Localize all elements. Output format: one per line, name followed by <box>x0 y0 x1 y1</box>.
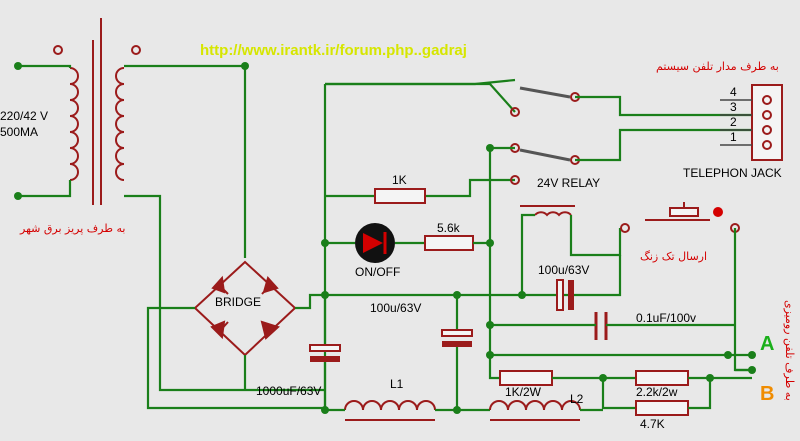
led-on-off <box>355 223 395 263</box>
cap-100uf-label-b: 100u/63V <box>538 263 589 277</box>
cap-1000uf-label: 1000uF/63V <box>256 384 321 398</box>
line-side-label: به طرف تلفن رومیزی <box>783 300 796 401</box>
capacitor-0-1uf <box>594 312 608 340</box>
inductor-l2-label: L2 <box>570 392 584 406</box>
system-side-label: به طرف مدار تلفن سیستم <box>656 60 779 73</box>
led-label: ON/OFF <box>355 265 400 279</box>
capacitor-100uf-horizontal <box>556 279 574 311</box>
resistor-4k7 <box>635 400 689 416</box>
transformer-rating-current: 500MA <box>0 125 38 139</box>
jack-pin-1: 1 <box>730 130 737 144</box>
terminal-a: A <box>760 333 774 355</box>
ring-send-label: ارسال تک زنگ <box>640 250 707 263</box>
cap-100uf-label-a: 100u/63V <box>370 301 421 315</box>
capacitor-100uf-vertical <box>441 295 473 410</box>
resistor-1k <box>374 188 426 204</box>
inductor-l2 <box>489 400 581 421</box>
ring-send-button[interactable] <box>620 202 740 233</box>
mains-side-label: به طرف پریز برق شهر <box>19 222 125 235</box>
transformer-rating-voltage: 220/42 V <box>0 109 48 123</box>
resistor-1k-2w <box>499 370 553 386</box>
jack-pin-4: 4 <box>730 85 737 99</box>
source-url: http://www.irantk.ir/forum.php..gadraj <box>200 42 467 59</box>
transformer <box>53 18 141 205</box>
resistor-5k6 <box>424 235 474 251</box>
jack-pin-3: 3 <box>730 100 737 114</box>
cap-0-1uf-label: 0.1uF/100v <box>636 311 696 325</box>
resistor-1k-label: 1K <box>392 173 407 187</box>
capacitor-1000uf <box>309 295 341 410</box>
resistor-2k2-label: 2.2k/2w <box>636 385 678 399</box>
relay-label: 24V RELAY <box>537 176 600 190</box>
telephone-jack <box>720 84 783 161</box>
jack-pin-2: 2 <box>730 115 737 129</box>
terminal-b: B <box>760 383 774 405</box>
telephone-jack-label: TELEPHON JACK <box>683 166 782 180</box>
resistor-1k-2w-label: 1K/2W <box>505 385 542 399</box>
resistor-2k2 <box>635 370 689 386</box>
inductor-l1-label: L1 <box>390 377 404 391</box>
inductor-l1 <box>344 400 436 421</box>
resistor-5k6-label: 5.6k <box>437 221 461 235</box>
bridge-label: BRIDGE <box>215 295 261 309</box>
resistor-4k7-label: 4.7K <box>640 417 665 431</box>
relay-24v <box>510 86 580 217</box>
